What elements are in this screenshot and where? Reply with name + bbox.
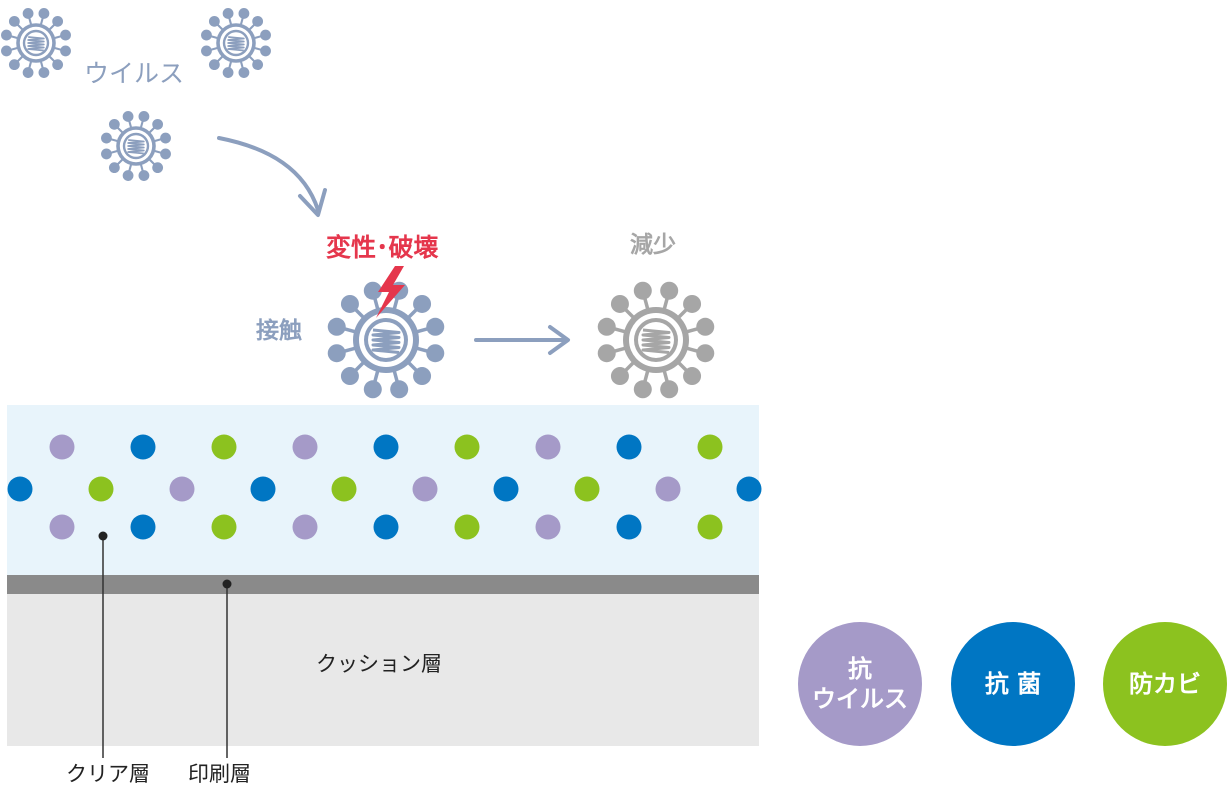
virus-contact-icon [327, 281, 445, 399]
particle-dot [616, 514, 642, 540]
particle-dot [211, 434, 237, 460]
particle-dot [535, 514, 561, 540]
particle-dot [130, 514, 156, 540]
particle-dot [49, 514, 75, 540]
straight-arrow-head [548, 325, 570, 355]
particle-dot [292, 514, 318, 540]
clear-layer [7, 405, 759, 575]
particle-dot [292, 434, 318, 460]
particle-dot [49, 434, 75, 460]
particle-dot [412, 476, 438, 502]
particle-dot [574, 476, 600, 502]
particle-dot [373, 514, 399, 540]
viruses [1, 8, 715, 399]
anti-virus-badge-line2: ウイルス [812, 685, 908, 713]
cushion-layer [7, 594, 759, 746]
antibacterial-badge: 抗 菌 [951, 622, 1075, 746]
particle-dot [697, 434, 723, 460]
particle-dot [130, 434, 156, 460]
particle-dot [697, 514, 723, 540]
particle-dot [250, 476, 276, 502]
virus-reduced-icon [597, 281, 715, 399]
virus-icon [201, 8, 271, 78]
particle-dot [616, 434, 642, 460]
particle-dot [7, 476, 33, 502]
reduce-label: 減少 [630, 232, 676, 258]
contact-label: 接触 [256, 318, 302, 344]
anti-virus-badge-line1: 抗 [848, 655, 872, 683]
particle-dot [454, 514, 480, 540]
particle-dot [331, 476, 357, 502]
denature-label: 変性･破壊 [326, 233, 439, 262]
print-layer-leader-dot [222, 579, 232, 589]
clear-layer-label: クリア層 [66, 762, 150, 786]
anti-mold-badge: 防カビ [1103, 622, 1227, 746]
particle-dot [169, 476, 195, 502]
print-layer-label: 印刷層 [188, 762, 251, 786]
antibacterial-badge-label: 抗 菌 [984, 670, 1042, 698]
particles [7, 434, 762, 540]
particle-dot [88, 476, 114, 502]
cushion-layer-label: クッション層 [316, 652, 442, 676]
virus-icon [101, 111, 171, 181]
virus-label: ウイルス [84, 59, 185, 88]
anti-virus-badge: 抗 ウイルス [798, 622, 922, 746]
particle-dot [535, 434, 561, 460]
clear-layer-leader-dot [98, 531, 108, 541]
particle-dot [454, 434, 480, 460]
particle-dot [211, 514, 237, 540]
curved-arrow [217, 136, 320, 212]
particle-dot [655, 476, 681, 502]
particle-dot [493, 476, 519, 502]
anti-mold-badge-label: 防カビ [1129, 670, 1201, 698]
particle-dot [736, 476, 762, 502]
lightning-icon [376, 266, 405, 318]
virus-icon [1, 8, 71, 78]
curved-arrow-head [298, 188, 327, 217]
print-layer [7, 575, 759, 594]
particle-dot [373, 434, 399, 460]
